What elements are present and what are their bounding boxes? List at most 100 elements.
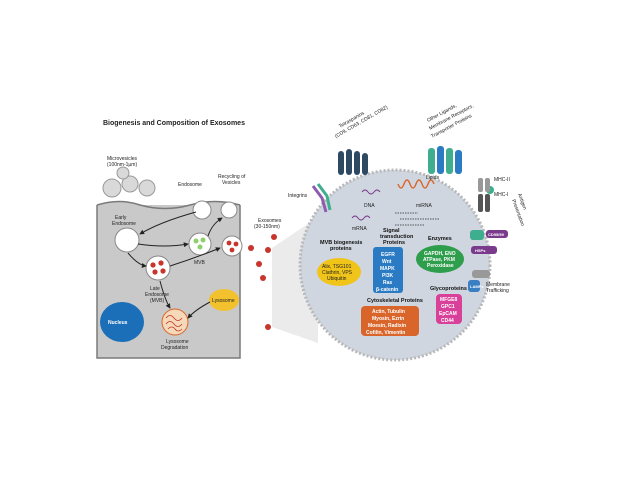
mvb-small-label: MVB bbox=[194, 260, 206, 266]
mhc-i-label: MHC-I bbox=[494, 192, 508, 198]
mhc-ii-chain bbox=[485, 178, 490, 192]
intraluminal-vesicle bbox=[193, 238, 199, 244]
cd55-receptor bbox=[470, 230, 484, 240]
receptor-helix bbox=[437, 146, 444, 174]
early-endosome-label: Early bbox=[115, 215, 127, 221]
arrow bbox=[139, 211, 197, 235]
mvb-fusing bbox=[221, 235, 243, 257]
tetraspanins bbox=[338, 149, 368, 175]
exosome-dot bbox=[260, 275, 266, 281]
lysosome bbox=[209, 289, 239, 311]
enzymes-box bbox=[416, 245, 464, 273]
signal-item: β-catenin bbox=[376, 287, 398, 293]
mhc-ii-chain bbox=[478, 178, 483, 192]
late-endosome bbox=[145, 255, 171, 281]
hsp-label: HSPs bbox=[475, 248, 486, 253]
dna-strand bbox=[361, 189, 381, 195]
nucleus-label: Nucleus bbox=[108, 320, 128, 326]
lysosome-degradation bbox=[161, 308, 189, 336]
signal-item: PI3K bbox=[382, 273, 394, 279]
endosome bbox=[192, 200, 212, 220]
exosomes-size-label: (30-150nm) bbox=[254, 224, 280, 230]
microvesicles-size-label: (100nm-1µm) bbox=[107, 162, 137, 168]
degradation-content bbox=[165, 315, 183, 332]
mvb-proteins-title: MVB biogenesis bbox=[320, 240, 362, 246]
cytoskeletal-item: Actin, Tubulin bbox=[372, 309, 405, 315]
exosomes-label: Exosomes bbox=[258, 218, 282, 224]
cytoskeletal-item: Moesin, Radixin bbox=[368, 323, 406, 329]
signal-item: MAPK bbox=[380, 266, 395, 272]
recycling-vesicle bbox=[220, 201, 238, 219]
membrane-receptors bbox=[428, 146, 462, 174]
mhc-i-chain bbox=[478, 194, 483, 212]
nucleus bbox=[100, 302, 144, 342]
tetraspanin-helix bbox=[346, 149, 352, 175]
mirna-label: miRNA bbox=[416, 203, 432, 209]
mvb-proteins-item: Alix, TSG101 bbox=[322, 264, 352, 270]
intraluminal-vesicle bbox=[160, 268, 166, 274]
arrow bbox=[159, 280, 171, 309]
microvesicles-label: Microvesicles bbox=[107, 156, 138, 162]
lamp-tag bbox=[468, 280, 480, 292]
microvesicle bbox=[121, 175, 139, 193]
late-endosome-label-2: Endosome bbox=[145, 292, 169, 298]
arrow bbox=[187, 301, 211, 319]
enzymes-title: Enzymes bbox=[428, 236, 452, 242]
cytoskeletal-title: Cytoskeletal Proteins bbox=[367, 298, 423, 304]
tetraspanin-helix bbox=[338, 151, 344, 175]
cytoskeletal-item: Myosin, Ezrin bbox=[372, 316, 404, 322]
enzymes-item: GAPDH, ENO bbox=[424, 251, 456, 257]
glyco-item: EpCAM bbox=[439, 311, 457, 317]
exosome-dot bbox=[248, 245, 254, 251]
intraluminal-vesicle bbox=[158, 260, 164, 266]
released-exosomes bbox=[248, 234, 277, 330]
mvb-small bbox=[188, 232, 212, 256]
cd55-label: CD55/59 bbox=[488, 232, 505, 237]
diagram-title: Biogenesis and Composition of Exosomes bbox=[103, 120, 245, 127]
mvb-proteins-box bbox=[317, 258, 361, 286]
cd55-tag bbox=[486, 230, 508, 238]
early-endosome bbox=[114, 227, 140, 253]
membrane-trafficking-label-2: Trafficking bbox=[486, 288, 509, 294]
integrin-chain bbox=[311, 185, 328, 213]
late-endosome-label: Late bbox=[150, 286, 160, 292]
arrow bbox=[137, 242, 189, 248]
pathway-arrows bbox=[127, 211, 223, 319]
mhc-ii bbox=[478, 178, 490, 192]
intraluminal-vesicle bbox=[150, 262, 156, 268]
exosome: Tetraspanins (CD9, CD63, CD81, CD82) Oth… bbox=[288, 103, 528, 362]
intraluminal-vesicle bbox=[152, 269, 158, 275]
early-endosome-label-2: Endosome bbox=[112, 221, 136, 227]
mvb-proteins-item: Ubiquitin bbox=[327, 276, 347, 282]
endosome-label: Endosome bbox=[178, 182, 202, 188]
lipid-zigzag bbox=[397, 179, 435, 189]
exosome-dot bbox=[271, 234, 277, 240]
glyco-item: CD44 bbox=[441, 318, 454, 324]
arrow bbox=[207, 217, 223, 237]
glyco-item: GPC1 bbox=[441, 304, 455, 310]
intraluminal-vesicle bbox=[233, 241, 239, 247]
microvesicles bbox=[102, 166, 156, 198]
receptor-helix bbox=[455, 150, 462, 174]
tetraspanin-helix bbox=[354, 151, 360, 175]
signal-item: Ras bbox=[383, 280, 392, 286]
signal-item: EGFR bbox=[381, 252, 395, 258]
arrow bbox=[127, 252, 147, 268]
microvesicle bbox=[116, 166, 130, 180]
microvesicle bbox=[138, 179, 156, 197]
enzymes-item: ATPase, PKM bbox=[423, 257, 455, 263]
recycling-label-2: Vesicles bbox=[222, 180, 241, 186]
signal-title-3: Proteins bbox=[383, 240, 405, 246]
lipids-label: Lipids bbox=[426, 175, 440, 181]
degradation-label: Lysosome bbox=[166, 339, 189, 345]
mhc-ii-label: MHC-II bbox=[494, 177, 510, 183]
mvb-proteins-item: Clathrin, VPS bbox=[322, 270, 353, 276]
signal-item: Wnt bbox=[382, 259, 392, 265]
signal-title-2: transduction bbox=[380, 234, 414, 240]
glycoproteins-title: Glycoproteins bbox=[430, 286, 467, 292]
mrna-label: mRNA bbox=[352, 226, 367, 232]
lamp-tag-grey bbox=[472, 270, 490, 278]
receptor-helix bbox=[428, 148, 435, 174]
